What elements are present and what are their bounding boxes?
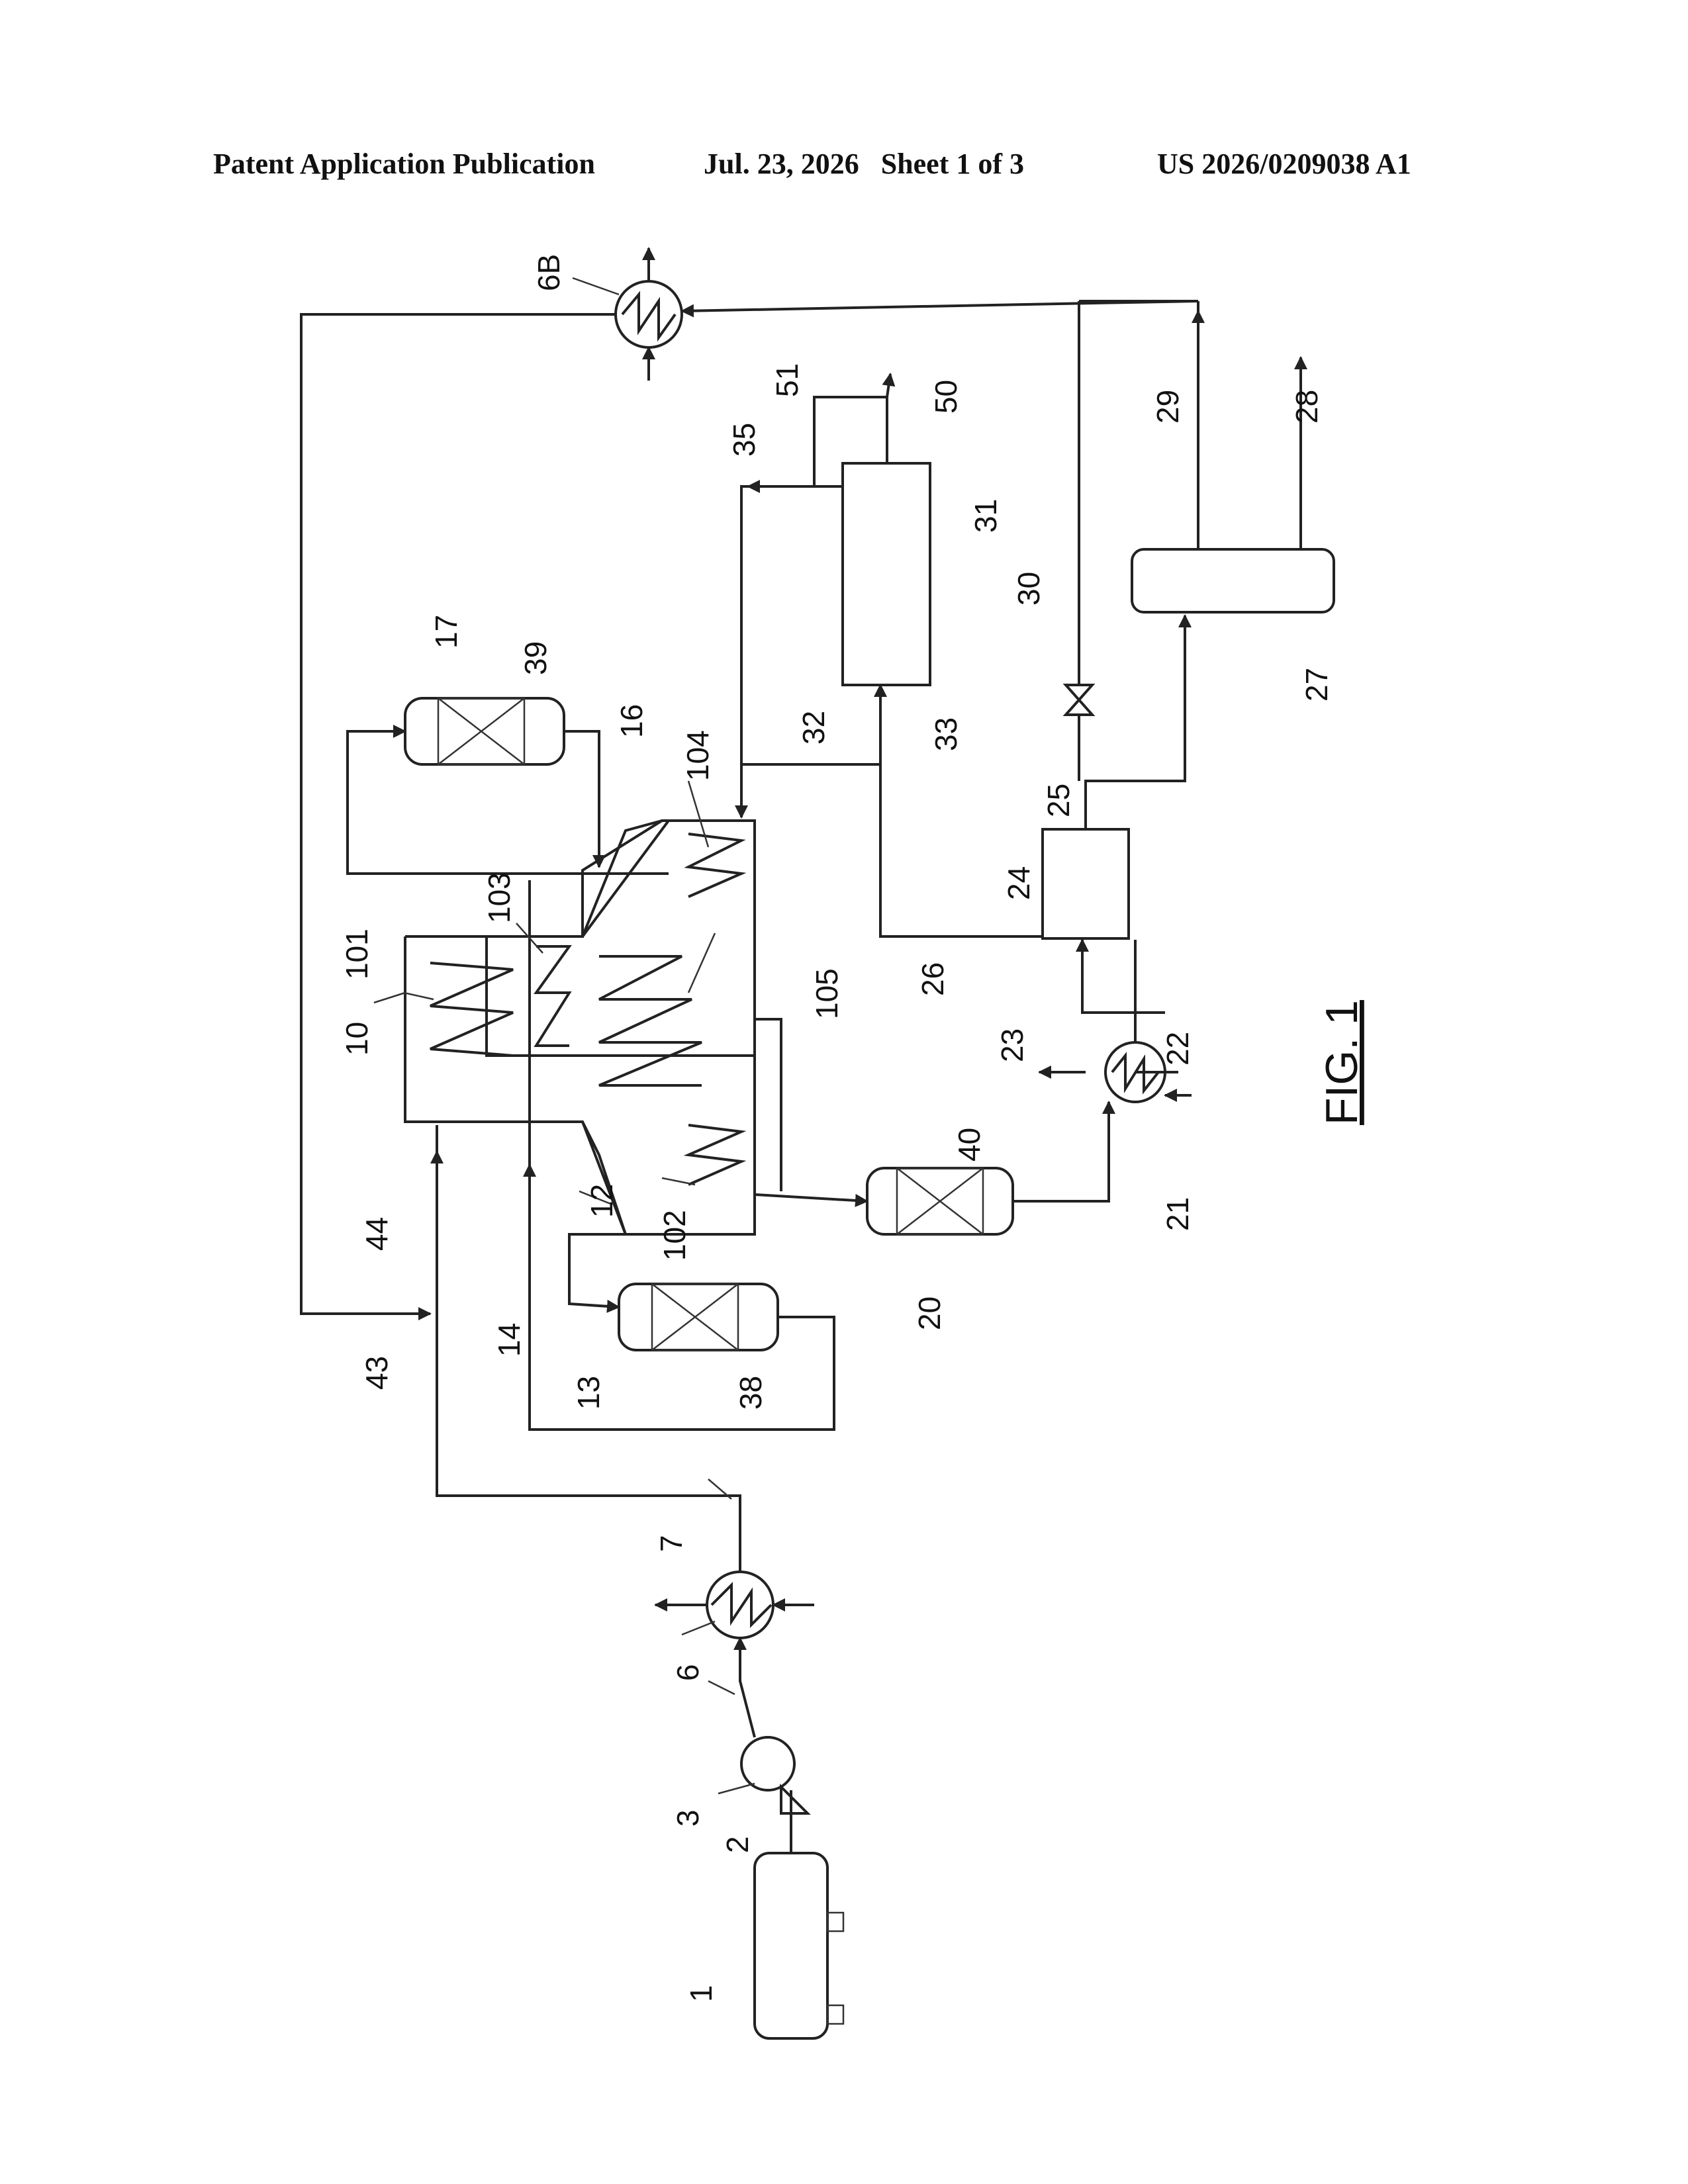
coil-105 <box>599 956 702 1085</box>
label-20: 20 <box>912 1297 947 1330</box>
label-51: 51 <box>770 363 804 397</box>
heat-exchanger-6b <box>616 281 682 347</box>
coil-103 <box>536 946 569 1046</box>
label-14: 14 <box>492 1323 526 1357</box>
label-38: 38 <box>733 1376 768 1410</box>
figure-caption: FIG. 1 <box>1317 1000 1367 1125</box>
label-7: 7 <box>654 1535 688 1552</box>
label-102: 102 <box>657 1210 692 1261</box>
label-17: 17 <box>429 615 463 649</box>
label-12: 12 <box>585 1184 619 1218</box>
label-39: 39 <box>518 641 553 675</box>
label-23: 23 <box>995 1028 1029 1062</box>
label-33: 33 <box>929 717 963 751</box>
label-29: 29 <box>1150 390 1185 424</box>
reactor-20 <box>867 1168 1013 1234</box>
reactor-17 <box>405 698 564 764</box>
label-105: 105 <box>810 968 844 1019</box>
label-22: 22 <box>1160 1032 1195 1066</box>
label-103: 103 <box>482 872 516 923</box>
label-16: 16 <box>614 704 649 738</box>
label-32: 32 <box>796 711 831 745</box>
label-10: 10 <box>340 1022 374 1056</box>
label-31: 31 <box>968 499 1003 533</box>
furnace-10 <box>405 821 755 1056</box>
label-2: 2 <box>720 1836 755 1853</box>
column-27 <box>1132 549 1334 612</box>
label-25: 25 <box>1041 784 1076 817</box>
heat-exchanger-6 <box>707 1572 773 1638</box>
label-43: 43 <box>359 1356 394 1390</box>
label-40: 40 <box>952 1128 986 1161</box>
coil-102 <box>688 1125 741 1185</box>
coil-104 <box>688 834 741 897</box>
label-35: 35 <box>727 423 761 457</box>
furnace-outline <box>405 821 755 1234</box>
label-44: 44 <box>359 1217 394 1251</box>
label-3: 3 <box>671 1809 705 1827</box>
feed-tank-1 <box>755 1853 843 2038</box>
label-104: 104 <box>680 730 715 781</box>
coil-101 <box>430 963 513 1056</box>
label-13: 13 <box>571 1376 606 1410</box>
separator-24 <box>1043 829 1129 938</box>
label-1: 1 <box>684 1985 718 2002</box>
label-28: 28 <box>1289 390 1324 424</box>
label-26: 26 <box>915 962 950 996</box>
label-6b: 6B <box>532 254 566 291</box>
column-31 <box>843 463 930 685</box>
reactor-13 <box>619 1284 778 1350</box>
label-27: 27 <box>1299 668 1334 702</box>
label-50: 50 <box>929 380 963 414</box>
label-6: 6 <box>671 1664 705 1681</box>
label-30: 30 <box>1011 572 1046 606</box>
label-21: 21 <box>1160 1197 1195 1231</box>
pump-3 <box>741 1737 808 1813</box>
label-101: 101 <box>340 929 374 979</box>
label-24: 24 <box>1002 866 1036 900</box>
